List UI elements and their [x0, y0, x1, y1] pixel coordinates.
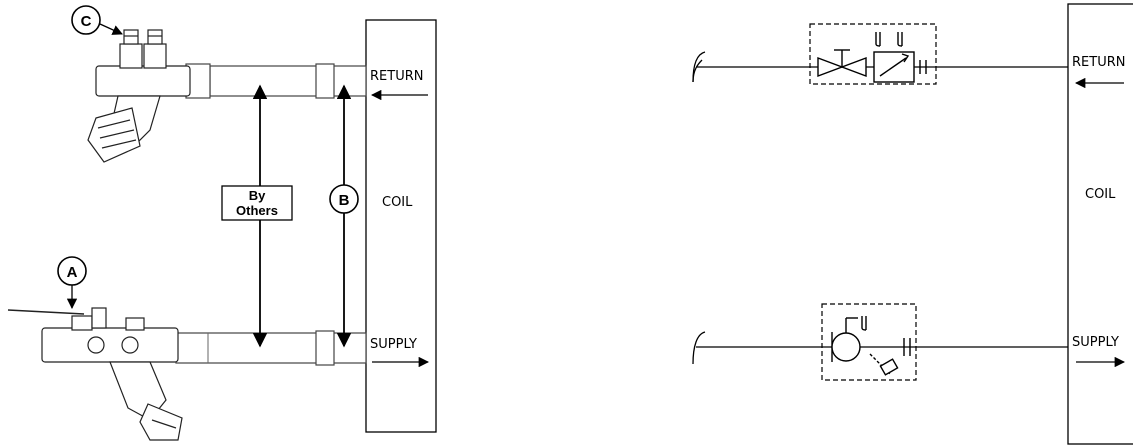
- supply-ball-valve-strainer: [41, 307, 183, 441]
- right-diagram: COIL RETURN: [692, 3, 1133, 445]
- callout-c-circle: [71, 5, 101, 35]
- callout-a-label: A: [67, 264, 78, 281]
- coil-label-left: COIL: [382, 195, 413, 210]
- return-pipe-left: [185, 63, 367, 99]
- supply-valve-handle: [7, 309, 85, 315]
- return-label-right: RETURN: [1072, 55, 1125, 70]
- supply-pipe-break-symbol: [692, 331, 706, 365]
- by-others-box: [221, 185, 293, 221]
- supply-label-right: SUPPLY: [1072, 335, 1119, 350]
- return-pipe-break-tail: [692, 59, 703, 83]
- by-others-line1: By: [249, 188, 266, 203]
- coil-box-left: [365, 19, 437, 433]
- supply-valve-group-box: [821, 303, 917, 381]
- return-valve-symbols: [817, 32, 927, 83]
- supply-pipe-left: [175, 330, 367, 366]
- coil-label-right: COIL: [1085, 187, 1116, 202]
- supply-label-left: SUPPLY: [370, 337, 417, 352]
- coil-box-right: [1067, 3, 1133, 445]
- supply-valve-symbols: [831, 316, 911, 376]
- return-label-left: RETURN: [370, 69, 423, 84]
- callout-b-label: B: [339, 192, 350, 209]
- callout-c-leader: [99, 23, 123, 35]
- left-diagram: COIL RETURN SUPPLY By Others B: [7, 5, 437, 441]
- return-valve-group-box: [809, 23, 937, 85]
- callout-c-label: C: [81, 13, 92, 30]
- by-others-line2: Others: [236, 203, 278, 218]
- callout-b-circle: [329, 184, 359, 214]
- return-balancing-valve: [87, 29, 191, 163]
